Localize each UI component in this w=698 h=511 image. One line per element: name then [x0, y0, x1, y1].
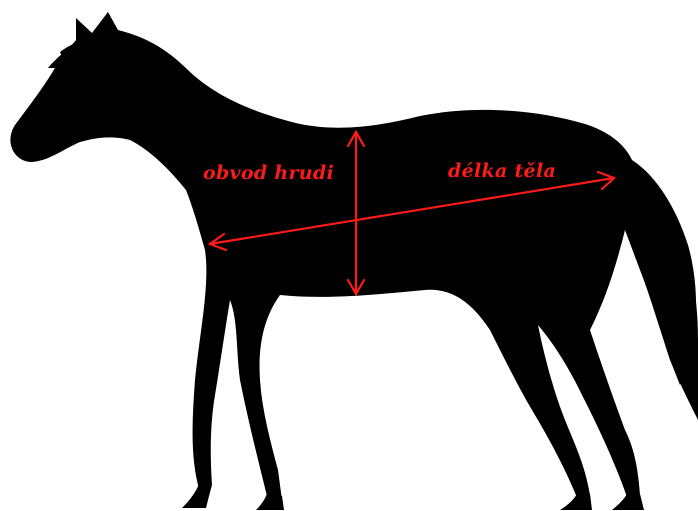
hind-hoof-far [612, 492, 644, 510]
body-length-label: délka těla [448, 160, 556, 182]
chest-girth-label: obvod hrudi [203, 162, 334, 184]
horse-body [10, 12, 696, 500]
horse-silhouette-icon [10, 12, 698, 510]
front-hoof-near [182, 482, 212, 508]
horse-tail [612, 150, 698, 420]
